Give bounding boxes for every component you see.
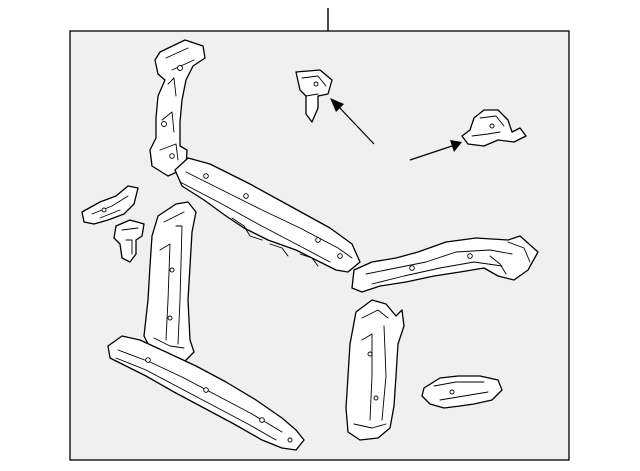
radiator-support-lower-tie-bar (107, 335, 305, 451)
radiator-support-right-side (345, 299, 405, 441)
bracket-upper-right (461, 109, 527, 147)
radiator-support-left-side (143, 201, 197, 363)
radiator-support-left-upright (149, 39, 206, 177)
radiator-support-upper-tie-bar (174, 157, 361, 273)
arrow-to-right-bracket (409, 140, 462, 161)
bracket-left-clip (113, 219, 145, 263)
bracket-lower-right (421, 375, 503, 409)
arrow-to-upper-bracket (330, 98, 375, 145)
bracket-left-small (81, 185, 139, 225)
radiator-support-right-extension (351, 235, 539, 293)
bracket-upper-small (295, 69, 333, 123)
